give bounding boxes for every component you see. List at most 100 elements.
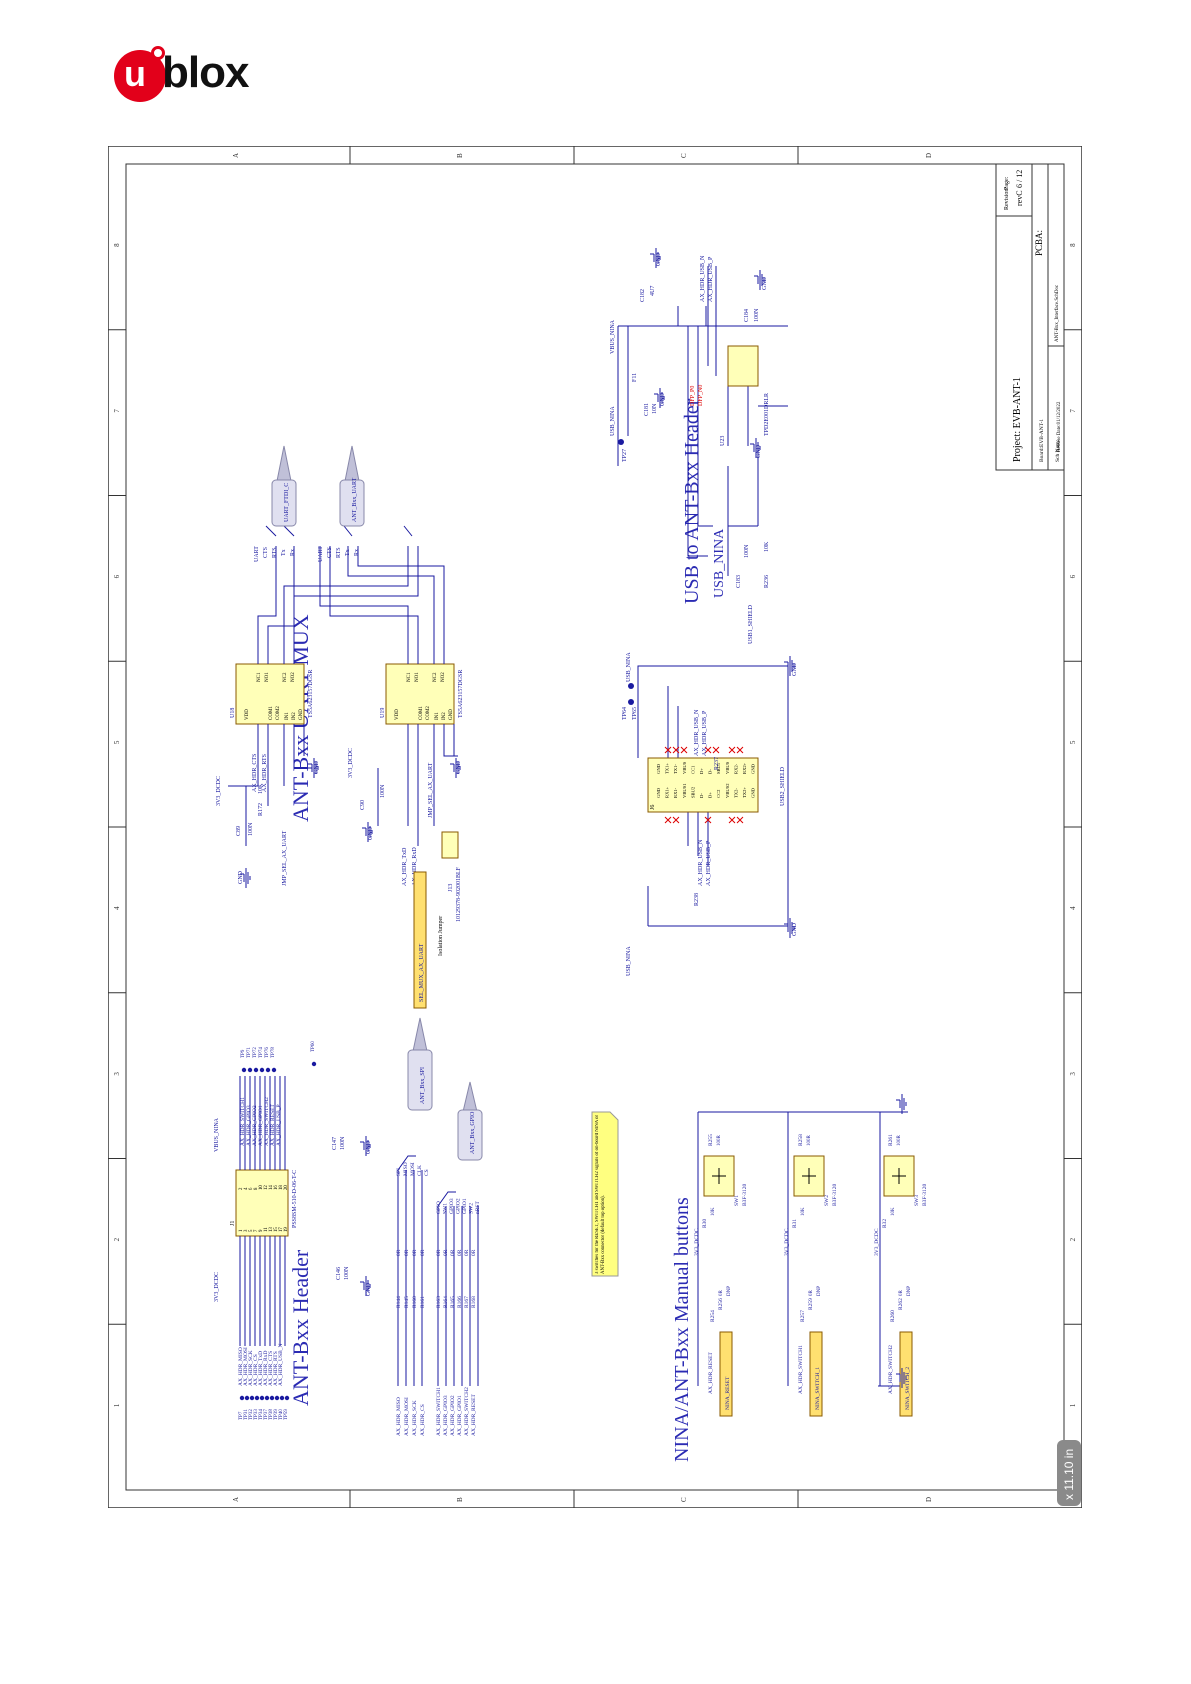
power-label-u18: 3V3_DCDC <box>216 776 222 806</box>
j13-refdes: J13 <box>448 884 454 892</box>
resistor-value: 0R <box>719 1290 724 1297</box>
nina-net-label: NINA_SWITCH_2 <box>905 1367 911 1410</box>
testpoint-marker <box>279 1395 285 1401</box>
testpoint-marker <box>241 1067 247 1073</box>
j1-pin-number: 10 <box>259 1185 264 1190</box>
no-connect-mark <box>728 746 736 754</box>
switch-refdes: SW3 <box>914 1195 920 1206</box>
j1-right-net: AX_HDR_RESET <box>270 1103 276 1146</box>
tp65-label: TP65 <box>632 707 638 720</box>
zoom-badge[interactable]: x 11.10 in <box>1057 1440 1081 1506</box>
sel-mux-port <box>413 871 427 1009</box>
j13-part: 10129378-902001BLF <box>456 866 462 922</box>
j1-pin-number: 6 <box>249 1187 254 1190</box>
gpio-net: AX_HDR_GPIO2 <box>450 1395 456 1436</box>
j6-pin-label: VBUS <box>725 761 730 774</box>
j1-left-testpoint: TP31 <box>244 1409 249 1420</box>
file-name: ANT-Bxx_Interface.SchDoc <box>1055 284 1060 342</box>
j1-pin-number: 18 <box>279 1185 284 1190</box>
gnd-label: GND <box>660 392 666 406</box>
j6-pin-label: TX1- <box>673 764 678 774</box>
gnd-symbol <box>750 438 761 458</box>
j1-pin-number: 9 <box>259 1229 264 1232</box>
spi-signal: SPI <box>396 1168 402 1176</box>
j1-pin-number: 4 <box>244 1187 249 1190</box>
jmp-net-u19: JMP_SEL_AX_UART <box>428 762 434 818</box>
gpio-signal: GPIO1 <box>462 1198 468 1214</box>
c182-label: C182 <box>640 289 646 302</box>
gpio-resistor: R163 <box>436 1296 442 1308</box>
gnd-label: GND <box>366 1140 372 1154</box>
c181-value: 10N <box>652 403 658 414</box>
zone-number: 8 <box>1069 243 1077 247</box>
gnd-symbol <box>654 388 665 408</box>
buttons-block: 3 switches for the RESET, SWITCH1 and SW… <box>591 1111 908 1387</box>
pullup-label: R31 <box>792 1219 798 1228</box>
switch-part: B3F-3120 <box>832 1183 838 1206</box>
spi-net: AX_HDR_MOSI <box>404 1397 410 1436</box>
switch-body[interactable] <box>703 1155 735 1197</box>
gnd-label: GND <box>238 870 244 884</box>
j1-pin-number: 8 <box>254 1187 259 1190</box>
button-wires <box>697 1111 908 1387</box>
tp65-marker <box>628 699 634 705</box>
gpio-signal: GPIO3 <box>449 1198 455 1214</box>
spi-bus-ribbon <box>407 1049 433 1111</box>
gnd-label: GND <box>792 922 798 936</box>
gnd-label: GND <box>656 252 662 266</box>
spi-net: AX_HDR_SCK <box>412 1400 418 1436</box>
spi-resistor: R160 <box>412 1296 418 1308</box>
testpoint-marker <box>249 1395 255 1401</box>
u19-refdes: U19 <box>380 708 386 718</box>
vbus-label: VBUS_NINA <box>214 1117 220 1152</box>
pin-label: NO1 <box>415 672 420 682</box>
gpio-net: AX_HDR_RESET <box>471 1393 477 1436</box>
dfp-n-label: DFP_N0 <box>698 385 704 406</box>
usb1-shield-label: USB1_SHIELD <box>748 604 754 644</box>
j1-left-net: AX_HDR_TxD <box>258 1351 264 1386</box>
switch-refdes: SW1 <box>734 1195 740 1206</box>
testpoint-marker <box>264 1395 270 1401</box>
j1-right-net: AX_HDR_GPIO2 <box>252 1105 258 1146</box>
resistor-value: 0R <box>412 1249 418 1256</box>
resistor-label: R262 <box>898 1298 904 1310</box>
j1-pin-number: 2 <box>239 1187 244 1190</box>
j1-left-testpoint: TP34 <box>259 1409 264 1420</box>
resistor-label: R257 <box>800 1310 806 1322</box>
gpio-resistor: R168 <box>471 1296 477 1308</box>
revision-label: Revision: <box>1004 187 1010 210</box>
uart-signal-label: Tx <box>345 549 351 556</box>
ax-net-label: AX_HDR_SWITCH2 <box>888 1345 894 1394</box>
j6-pin-label: GND <box>751 787 756 798</box>
c146-label: C146 <box>336 1267 342 1280</box>
resistor-label: R256 <box>718 1298 724 1310</box>
note-box <box>591 1111 619 1277</box>
spi-signal: CS <box>424 1169 430 1176</box>
j6-pin-label: GND <box>656 787 661 798</box>
j1-left-net: AX_HDR_CS <box>253 1354 259 1386</box>
bus-label-ant: ANT_Bxx_UART <box>352 477 358 522</box>
uart-signal-label: RTS <box>336 547 342 558</box>
c181-label: C181 <box>644 403 650 416</box>
note-text: 3 switches for the RESET, SWITCH1 and SW… <box>595 1114 606 1274</box>
switch-part: B3F-3120 <box>742 1183 748 1206</box>
j6-pin-label: D- <box>699 793 704 798</box>
zone-number: 1 <box>1069 1403 1077 1407</box>
pin-label: COM1 <box>269 706 274 720</box>
testpoint-marker <box>274 1395 280 1401</box>
j1-pin-number: 13 <box>269 1227 274 1232</box>
testpoint-marker <box>254 1395 260 1401</box>
zoom-label: x 11.10 in <box>1062 1448 1076 1500</box>
pullup-value: 10K <box>711 1207 716 1216</box>
gnd-label: GND <box>314 760 320 774</box>
c90-refdes: C90 <box>360 800 366 810</box>
switch-refdes: SW2 <box>824 1195 830 1206</box>
c147-value: 100N <box>340 1136 346 1150</box>
pin-label: NO2 <box>291 672 296 682</box>
gnd-symbol <box>360 1276 371 1296</box>
gnd-symbol <box>308 758 319 778</box>
pin-label: VDD <box>395 709 400 720</box>
resistor-value: 0R <box>420 1249 426 1256</box>
